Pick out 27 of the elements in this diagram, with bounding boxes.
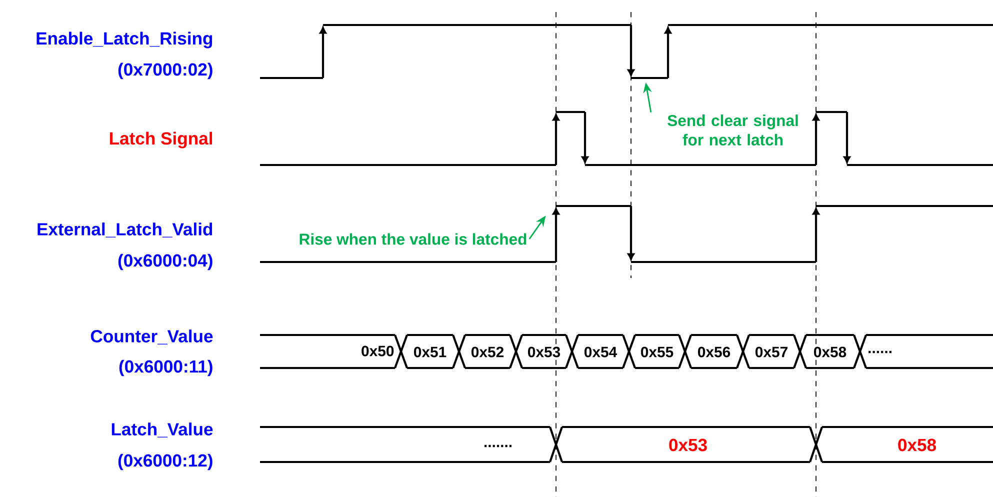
latched-value-label: 0x53 (667, 437, 709, 453)
signal-address: (0x6000:04) (116, 252, 215, 272)
waveform-drawing (260, 24, 993, 80)
hex-value-label: 0x51 (412, 345, 448, 359)
latched-value-label: 0x58 (896, 437, 938, 453)
ellipsis-label: ...... (866, 349, 894, 355)
annotation-text: Send clear signal for next latch (668, 114, 798, 146)
hex-value-label: 0x56 (696, 345, 732, 359)
hex-value-label: 0x53 (526, 345, 562, 359)
signal-address: (0x7000:02) (116, 61, 215, 81)
hex-value-label: 0x54 (582, 345, 619, 359)
signal-address: (0x6000:12) (116, 452, 215, 472)
annotation-text: Rise when the value is latched (300, 233, 526, 245)
signal-name: Latch_Value (109, 421, 215, 439)
signal-name: Enable_Latch_Rising (34, 30, 215, 50)
hex-value-label: 0x50 (360, 344, 396, 358)
signal-address: (0x6000:11) (117, 358, 215, 378)
signal-name: Latch Signal (107, 130, 215, 150)
signal-name: Counter_Value (88, 328, 215, 346)
waveform-drawing (260, 204, 993, 264)
hex-value-label: 0x58 (812, 345, 848, 359)
waveform-drawing (260, 110, 993, 166)
hex-value-label: 0x57 (754, 345, 790, 359)
hex-value-label: 0x55 (639, 345, 676, 359)
ellipsis-label: ....... (482, 444, 514, 449)
signal-name: External_Latch_Valid (35, 221, 215, 239)
hex-value-label: 0x52 (470, 345, 506, 359)
